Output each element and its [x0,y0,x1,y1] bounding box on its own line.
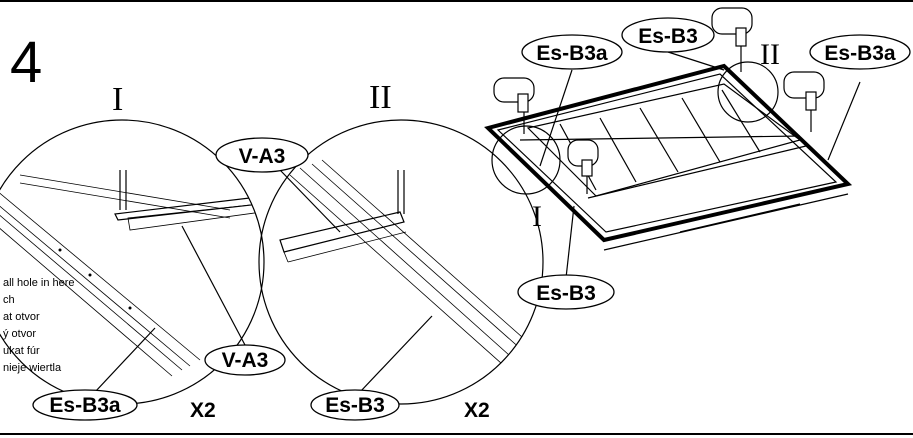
drill-note-line-1: all hole in here [3,277,75,289]
leader-v-a3-2 [279,169,341,233]
drill-note-line-5: ukat fúr [3,345,40,357]
label-es-b3-assembly-top: Es-B3 [621,17,715,53]
step-number: 4 [10,30,42,95]
drill-note-line-6: nieje wiertla [3,362,62,374]
leader-es-b3-top [667,51,725,71]
svg-text:Es-B3: Es-B3 [536,282,596,305]
drill-note-line-4: ý otvor [3,328,36,340]
detail-circle-1 [0,119,265,405]
drill-icon-3 [711,7,753,72]
assembly-mark-2: II [760,38,780,71]
label-es-b3a-assembly-left: Es-B3a [521,34,623,70]
highlight-circle-1 [491,125,561,195]
svg-text:Es-B3a: Es-B3a [824,42,896,65]
detail-circle-2 [258,119,544,405]
leader-es-b3a-1 [94,327,156,393]
leader-es-b3a-right [827,81,861,161]
leader-es-b3a-left [539,69,573,167]
frame-assembly [484,63,853,251]
detail-mark-2: II [369,79,392,116]
drill-note-line-2: ch [3,294,15,306]
quantity-1: X2 [190,399,216,422]
drill-icon-2 [567,139,599,194]
label-es-b3-detail-2: Es-B3 [310,389,400,421]
svg-text:Es-B3a: Es-B3a [49,394,121,417]
drill-icon-1 [493,77,535,134]
quantity-2: X2 [464,399,490,422]
assembly-mark-1: I [532,200,542,233]
leader-v-a3-1 [181,225,246,346]
detail-mark-1: I [112,81,123,118]
svg-text:Es-B3: Es-B3 [325,394,385,417]
drill-note: all hole in here ch at otvor ý otvor uka… [3,277,75,374]
label-es-b3-assembly-bottom: Es-B3 [517,274,615,310]
drill-icon-4 [783,71,825,132]
label-es-b3a-assembly-right: Es-B3a [809,34,911,70]
svg-text:V-A3: V-A3 [222,349,269,372]
label-v-a3-detail-2: V-A3 [215,137,309,173]
drill-note-line-3: at otvor [3,311,40,323]
highlight-circle-2 [717,61,779,123]
svg-text:Es-B3: Es-B3 [638,25,698,48]
label-es-b3a-detail-1: Es-B3a [32,389,138,421]
svg-text:V-A3: V-A3 [239,145,286,168]
leader-es-b3-2 [359,315,433,393]
svg-text:Es-B3a: Es-B3a [536,42,608,65]
leader-es-b3-bottom [565,205,575,279]
label-v-a3-detail-1: V-A3 [204,344,286,376]
